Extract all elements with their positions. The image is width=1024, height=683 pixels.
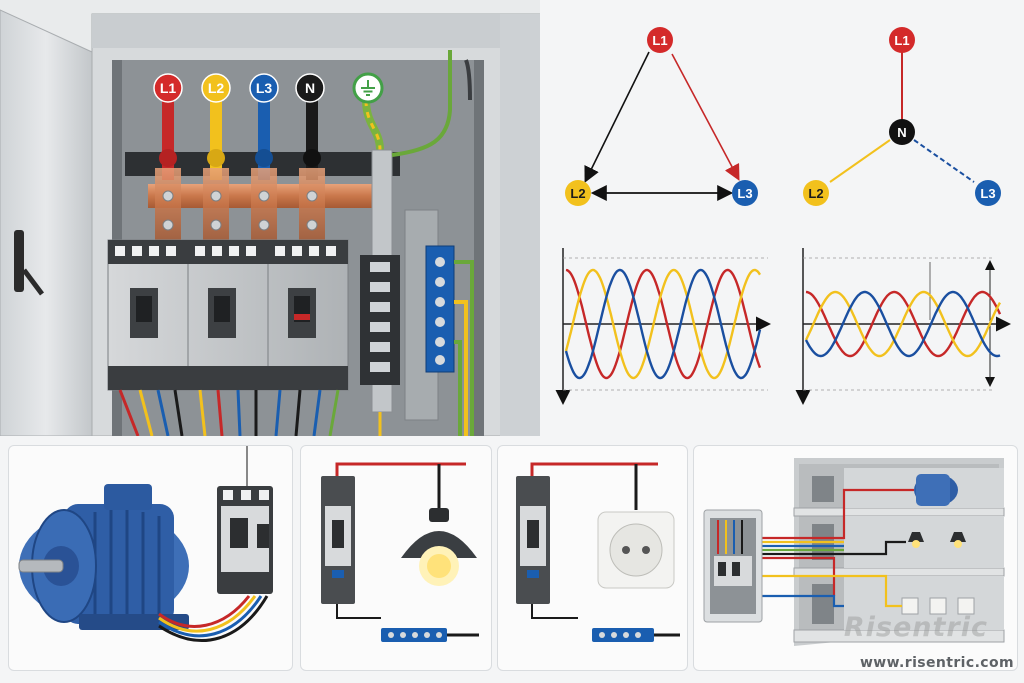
waveform-series-3 — [564, 268, 762, 380]
panel-building — [693, 445, 1018, 671]
waveform-series-1 — [565, 268, 762, 380]
star-connection-diagram: L1N L2 L3 — [803, 27, 1001, 206]
phase-label-text: L2 — [208, 80, 225, 96]
phase-label-l1: L1 — [153, 73, 183, 103]
waveform-chart-right — [795, 248, 1011, 405]
electric-motor-icon — [18, 446, 273, 642]
ground-icon — [361, 80, 375, 96]
phase-label-n: N — [295, 73, 325, 103]
copper-busbar — [148, 168, 388, 240]
svg-text:N: N — [897, 125, 906, 140]
delta-node-l2: L2 — [565, 180, 591, 206]
phase-label-text: L3 — [256, 80, 273, 96]
cabinet-door — [0, 9, 93, 436]
waveform-chart-left — [555, 248, 771, 405]
outgoing-wires — [118, 389, 382, 436]
phase-label-text: N — [305, 80, 315, 96]
delta-node-l3: L3 — [732, 180, 758, 206]
phase-label-l2: L2 — [201, 73, 231, 103]
panel-lamp — [300, 445, 492, 671]
star-node-l3: L3 — [975, 180, 1001, 206]
star-node-n: N — [889, 119, 915, 145]
svg-text:L3: L3 — [737, 186, 752, 201]
svg-text:L1: L1 — [652, 33, 667, 48]
phase-label-text: L1 — [160, 80, 177, 96]
star-node-l1: L1 — [889, 27, 915, 53]
circuit-breakers — [107, 239, 349, 391]
panel-socket — [497, 445, 688, 671]
waveform-series-3 — [804, 290, 1001, 358]
pendant-lamp-icon — [321, 462, 479, 642]
website-url[interactable]: www.risentric.com — [859, 655, 1014, 671]
watermark: Risentric — [843, 612, 988, 643]
star-node-l2: L2 — [803, 180, 829, 206]
svg-text:L1: L1 — [894, 33, 909, 48]
delta-node-l1: L1 — [647, 27, 673, 53]
terminal-blocks — [360, 245, 455, 385]
vertical-busbars — [159, 99, 384, 180]
panel-motor — [8, 445, 293, 671]
building-distribution-icon — [703, 458, 1005, 646]
ground-label — [352, 72, 384, 104]
svg-text:L2: L2 — [570, 186, 585, 201]
phase-label-l3: L3 — [249, 73, 279, 103]
door-handle — [14, 230, 24, 292]
distribution-cabinet: L1 L2 L3 N — [0, 0, 540, 436]
wall-socket-icon — [516, 462, 680, 642]
svg-text:L2: L2 — [808, 186, 823, 201]
waveform-series-2 — [804, 290, 1002, 358]
svg-text:L3: L3 — [980, 186, 995, 201]
